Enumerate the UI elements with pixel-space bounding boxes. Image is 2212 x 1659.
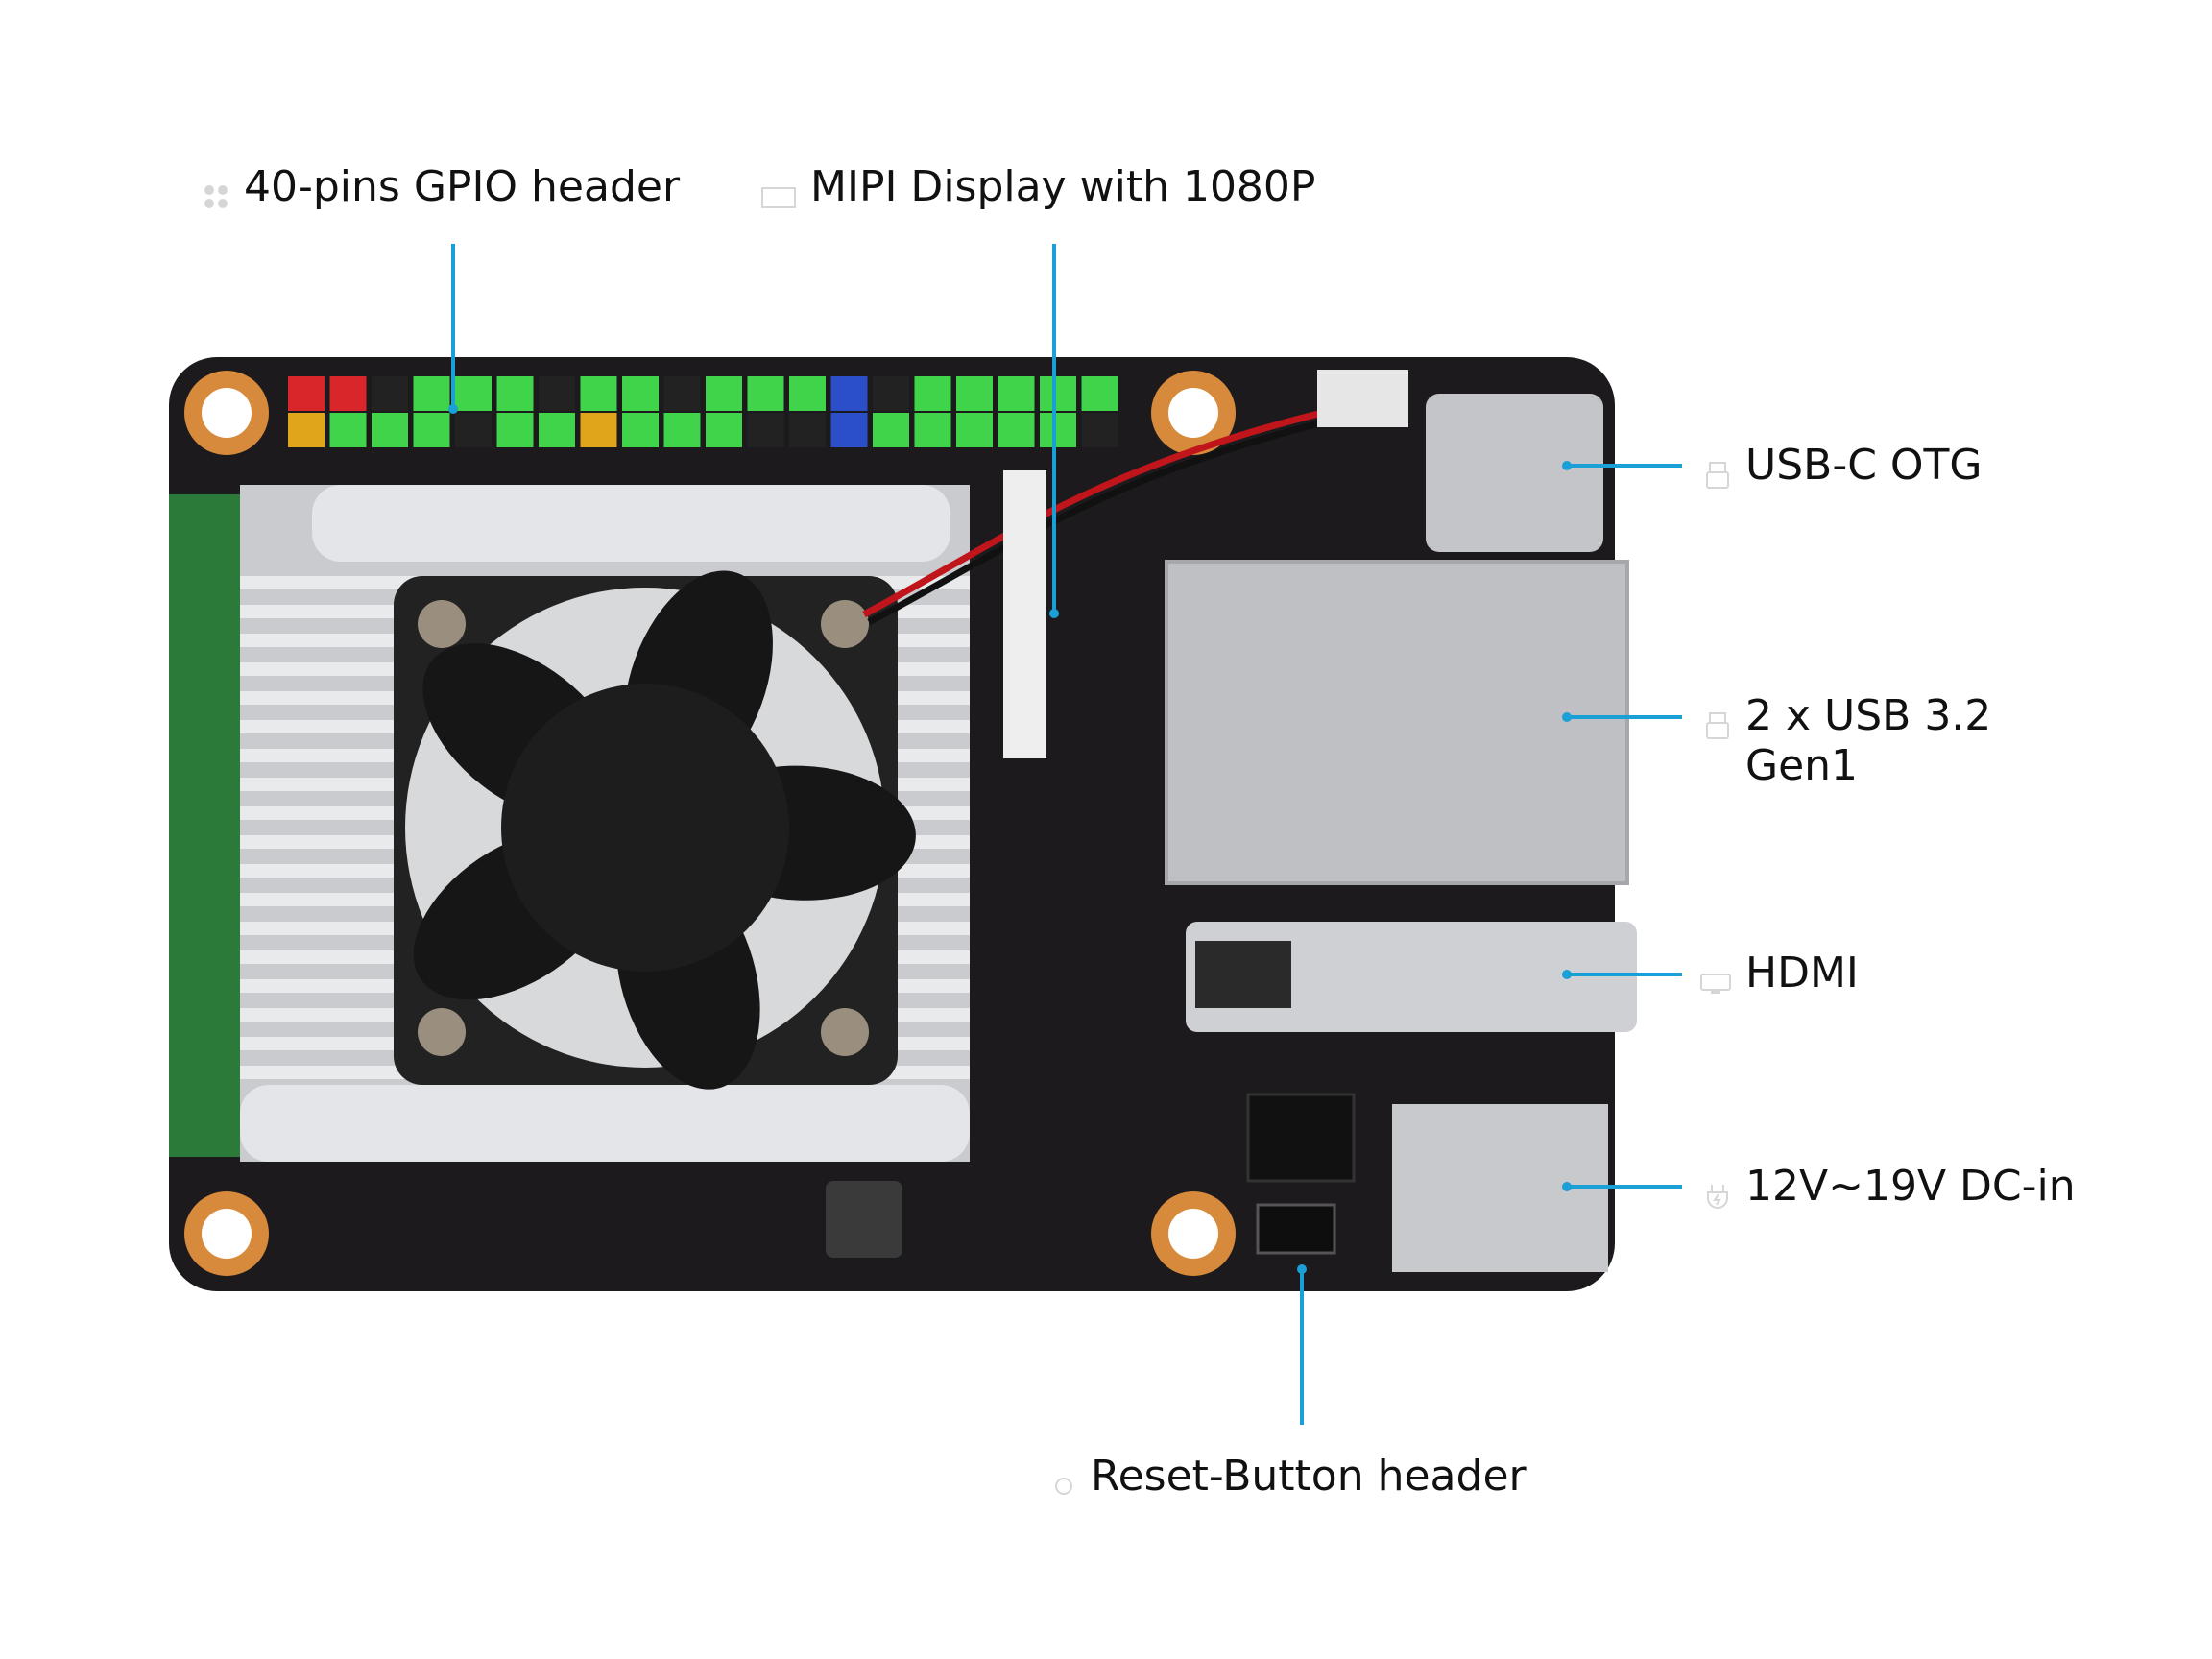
gpio-pin (372, 376, 408, 411)
mipi-leader-line (1052, 244, 1056, 613)
reset-label: Reset-Button header (1091, 1452, 1527, 1501)
reset-leader-dot (1297, 1264, 1307, 1274)
usbc-callout: USB-C OTG (1703, 441, 1983, 491)
display-rect-icon (760, 173, 797, 208)
gpio-pin (329, 376, 367, 411)
hdmi-label: HDMI (1745, 949, 1859, 998)
usbc-leader-line (1566, 464, 1682, 468)
gpio-pin (580, 413, 617, 447)
usb3-leader-dot (1562, 712, 1572, 722)
mipi-callout: MIPI Display with 1080P (760, 162, 1315, 212)
fan (394, 570, 916, 1090)
usb-icon (1703, 451, 1732, 489)
usb-icon (1703, 702, 1732, 739)
usb3-leader-line (1566, 715, 1682, 719)
gpio-pin (956, 413, 993, 447)
gpio-label: 40-pins GPIO header (244, 162, 681, 211)
gpio-pin (914, 376, 951, 411)
gpio-pin (747, 413, 784, 447)
hdmi-port (1186, 922, 1637, 1032)
gpio-pin (873, 376, 909, 411)
mipi-label: MIPI Display with 1080P (810, 162, 1316, 211)
gpio-pin (706, 413, 742, 447)
gpio-pin (914, 413, 951, 447)
gpio-pin (413, 413, 450, 447)
mounting-holes (184, 371, 1236, 1276)
gpio-pin (663, 413, 701, 447)
gpio-leader-dot (448, 404, 458, 414)
monitor-icon (1699, 959, 1732, 994)
gpio-pin (622, 413, 659, 447)
reset-leader-line (1300, 1269, 1304, 1425)
dc-label: 12V~19V DC-in (1745, 1162, 2076, 1211)
gpio-pin (998, 413, 1035, 447)
gpio-pin (873, 413, 909, 447)
usb3-label-line2: Gen1 (1745, 741, 1859, 790)
mipi-leader-dot (1049, 609, 1059, 618)
gpio-pin (663, 376, 701, 411)
gpio-pin (372, 413, 408, 447)
dc-leader-dot (1562, 1182, 1572, 1191)
dc-leader-line (1566, 1185, 1682, 1189)
gpio-pin (539, 376, 575, 411)
gpio-pin (1040, 413, 1076, 447)
gpio-pin (1081, 376, 1118, 411)
usb-c-port (1426, 394, 1603, 552)
gpio-pin (580, 376, 617, 411)
gpio-leader-line (451, 244, 455, 409)
usb3-callout: 2 x USB 3.2 Gen1 (1703, 691, 1991, 791)
usbc-label: USB-C OTG (1745, 441, 1983, 490)
fan-connector (1317, 370, 1408, 427)
usb3-label-line1: 2 x USB 3.2 (1745, 691, 1992, 740)
mipi-connector (1003, 470, 1046, 758)
gpio-pin (789, 413, 826, 447)
gpio-pin (329, 413, 367, 447)
dc-callout: 12V~19V DC-in (1703, 1162, 2076, 1212)
usb3-port (1165, 560, 1629, 885)
gpio-pin (622, 376, 659, 411)
gpio-pin (1040, 376, 1076, 411)
gpio-pin (956, 376, 993, 411)
reset-header (1256, 1203, 1336, 1255)
wifi-module (169, 494, 246, 1157)
gpio-pin (455, 376, 492, 411)
reset-callout: Reset-Button header (1052, 1452, 1527, 1502)
gpio-pin (706, 376, 742, 411)
gpio-pin (288, 376, 325, 411)
gpio-pin (789, 376, 826, 411)
hdmi-leader-line (1566, 973, 1682, 976)
circle-icon (1052, 1462, 1075, 1495)
gpio-pin (455, 413, 492, 447)
hdmi-callout: HDMI (1699, 949, 1859, 998)
gpio-pin (830, 413, 868, 447)
gpio-callout: 40-pins GPIO header (202, 162, 680, 212)
gpio-pin (496, 376, 534, 411)
gpio-header (288, 376, 1118, 447)
usbc-leader-dot (1562, 461, 1572, 470)
pin-grid-icon (202, 173, 230, 208)
power-plug-icon (1703, 1172, 1732, 1209)
gpio-pin (747, 376, 784, 411)
gpio-pin (1081, 413, 1118, 447)
gpio-pin (830, 376, 868, 411)
gpio-pin (496, 413, 534, 447)
gpio-pin (539, 413, 575, 447)
hdmi-leader-dot (1562, 970, 1572, 979)
gpio-pin (998, 376, 1035, 411)
gpio-pin (413, 376, 450, 411)
gpio-pin (288, 413, 325, 447)
